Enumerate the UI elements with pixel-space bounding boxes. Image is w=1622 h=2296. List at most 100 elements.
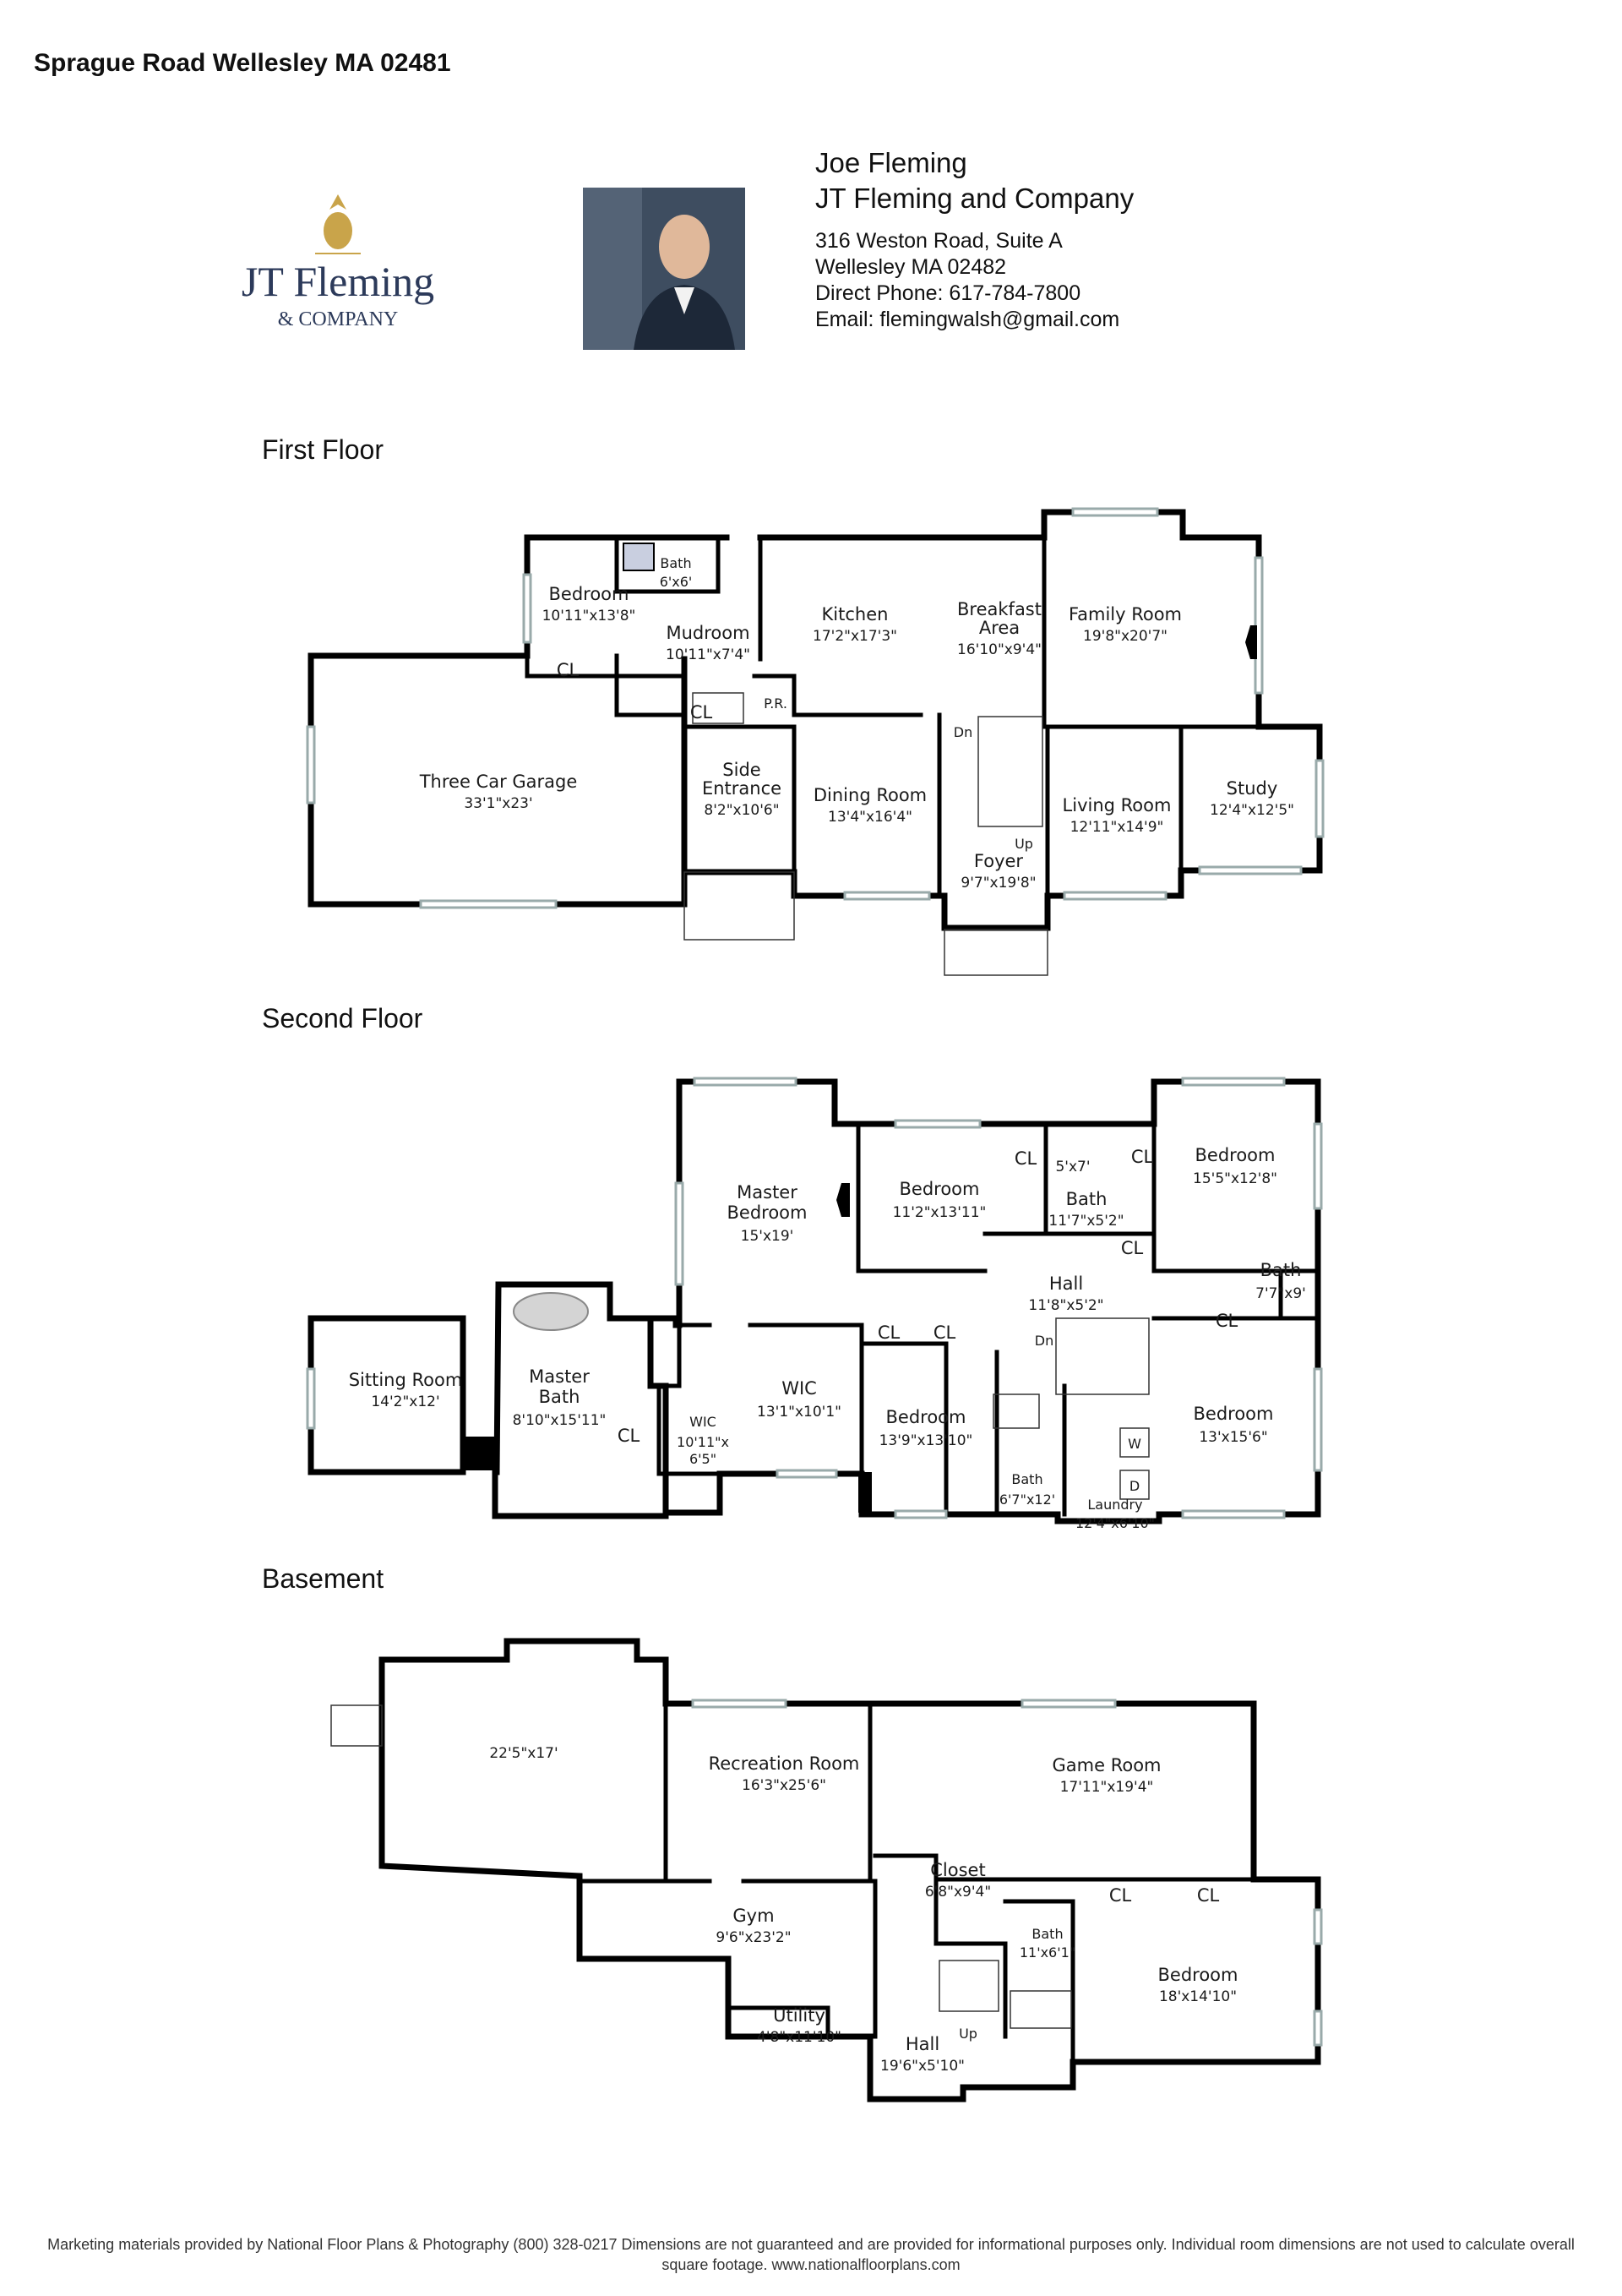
ff-side-dim: 8'2"x10'6" <box>704 802 779 819</box>
sf-stairs-dn: Dn <box>1035 1333 1053 1349</box>
company-logo: JT Fleming & COMPANY <box>215 193 460 336</box>
bs-utility-name: Utility <box>773 2005 825 2026</box>
sf-laundry-name: Laundry <box>1087 1497 1142 1513</box>
sf-bathD-dim: 6'7"x12' <box>999 1492 1055 1508</box>
ff-kitchen-name: Kitchen <box>822 604 889 624</box>
bs-gym-name: Gym <box>732 1906 774 1926</box>
agent-email[interactable]: Email: flemingwalsh@gmail.com <box>815 308 1120 331</box>
pineapple-logo-icon: JT Fleming & COMPANY <box>242 194 434 330</box>
logo-line-2: & COMPANY <box>278 308 399 330</box>
ff-powder-room: P.R. <box>764 695 787 712</box>
sf-bathB-dim: 11'7"x5'2" <box>1048 1213 1124 1230</box>
sf-wic2-name: WIC <box>781 1378 817 1399</box>
sf-hall-dim: 11'8"x5'2" <box>1028 1297 1103 1314</box>
bs-game-name: Game Room <box>1053 1755 1162 1775</box>
footer-line-2: square footage. www.nationalfloorplans.c… <box>661 2256 961 2273</box>
sf-master-name-2: Bedroom <box>727 1203 808 1223</box>
second-floor-plan: Master Bedroom 15'x19' Bedroom 11'2"x13'… <box>306 1077 1323 1531</box>
sf-closet-5: CL <box>933 1323 956 1343</box>
sf-wic1-name: WIC <box>689 1414 716 1430</box>
sf-bed4-dim: 13'x15'6" <box>1199 1429 1267 1446</box>
logo-line-1: JT Fleming <box>242 258 434 305</box>
sf-bed3-name: Bedroom <box>886 1407 966 1427</box>
bs-closet-cl-2: CL <box>1197 1885 1220 1906</box>
sf-wic1-dim-1: 10'11"x <box>677 1434 729 1450</box>
ff-breakfast-name-2: Area <box>979 618 1020 638</box>
agent-city: Wellesley MA 02482 <box>815 255 1007 279</box>
ff-breakfast-dim: 16'10"x9'4" <box>957 641 1042 658</box>
sf-sitting-dim: 14'2"x12' <box>371 1393 439 1410</box>
ff-living-name: Living Room <box>1063 795 1172 815</box>
sf-closet-1: CL <box>1015 1148 1037 1169</box>
bs-rec-dim: 16'3"x25'6" <box>742 1777 826 1794</box>
second-floor-title: Second Floor <box>262 1003 423 1033</box>
agent-phone: Direct Phone: 617-784-7800 <box>815 281 1081 305</box>
sf-closet-3: CL <box>1121 1238 1144 1258</box>
bs-utility-dim: 4'8"x11'10" <box>757 2029 841 2046</box>
sf-mbath-dim: 8'10"x15'11" <box>513 1412 607 1429</box>
sf-master-name-1: Master <box>737 1182 797 1203</box>
agent-street: 316 Weston Road, Suite A <box>815 229 1063 253</box>
sf-bathA-dim: 5'x7' <box>1055 1159 1090 1175</box>
ff-study-name: Study <box>1227 778 1278 799</box>
bs-bath-dim: 11'x6'1" <box>1020 1944 1075 1961</box>
ff-foyer-name: Foyer <box>974 851 1024 871</box>
sf-closet-4: CL <box>878 1323 901 1343</box>
sf-bathB-name: Bath <box>1066 1189 1108 1209</box>
basement-title: Basement <box>262 1563 384 1594</box>
agent-company: JT Fleming and Company <box>815 183 1135 214</box>
ff-mudroom-name: Mudroom <box>666 623 749 643</box>
bs-stairs-up: Up <box>959 2026 977 2042</box>
bs-closet-name: Closet <box>930 1860 985 1880</box>
bs-bedroom-name: Bedroom <box>1158 1965 1238 1985</box>
sf-sitting-name: Sitting Room <box>349 1370 463 1390</box>
sf-bed3-dim: 13'9"x13'10" <box>879 1432 973 1449</box>
ff-kitchen-dim: 17'2"x17'3" <box>813 628 897 645</box>
sf-laundry-dim: 12'4"x6'10" <box>1075 1515 1155 1531</box>
dryer-icon <box>1119 1470 1150 1500</box>
sf-wic2-dim: 13'1"x10'1" <box>757 1404 841 1421</box>
ff-bedroom-name: Bedroom <box>549 584 629 604</box>
property-address: Sprague Road Wellesley MA 02481 <box>34 49 451 77</box>
sf-bed2-dim: 15'5"x12'8" <box>1193 1170 1277 1187</box>
ff-garage-name: Three Car Garage <box>419 772 578 792</box>
sf-mbath-name-2: Bath <box>539 1387 580 1407</box>
sf-bed2-name: Bedroom <box>1195 1145 1276 1165</box>
first-floor-title: First Floor <box>262 434 384 465</box>
sf-washer-label: W <box>1128 1436 1141 1452</box>
sf-bed4-name: Bedroom <box>1194 1404 1274 1424</box>
sf-bathC-dim: 7'7"x9' <box>1255 1285 1306 1302</box>
bs-closet-cl-1: CL <box>1109 1885 1132 1906</box>
ff-study-dim: 12'4"x12'5" <box>1210 802 1294 819</box>
first-floor-plan: Bedroom 10'11"x13'8" Bath 6'x6' Mudroom … <box>306 507 1325 976</box>
ff-dining-dim: 13'4"x16'4" <box>828 809 912 826</box>
bs-game-dim: 17'11"x19'4" <box>1060 1779 1154 1796</box>
sf-bed1-name: Bedroom <box>900 1179 980 1199</box>
basement-plan: 22'5"x17' Recreation Room 16'3"x25'6" Ga… <box>330 1638 1323 2102</box>
agent-photo <box>583 188 745 350</box>
sf-bed1-dim: 11'2"x13'11" <box>893 1204 987 1221</box>
ff-foyer-dim: 9'7"x19'8" <box>961 875 1036 892</box>
bs-closet-dim: 6'8"x9'4" <box>925 1884 991 1901</box>
sf-dryer-label: D <box>1129 1478 1140 1494</box>
sf-wic1-dim-2: 6'5" <box>689 1451 716 1467</box>
agent-contact: Joe Fleming JT Fleming and Company 316 W… <box>815 145 1134 333</box>
bs-bedroom-dim: 18'x14'10" <box>1159 1988 1237 2005</box>
ff-side-name-2: Entrance <box>702 778 781 799</box>
sf-closet-2: CL <box>1131 1147 1154 1167</box>
washer-icon <box>1119 1427 1150 1458</box>
bs-unfinished-dim: 22'5"x17' <box>489 1745 558 1762</box>
ff-closet-2: CL <box>690 702 713 723</box>
sf-hall-name: Hall <box>1049 1273 1083 1294</box>
ff-bath-name: Bath <box>660 555 691 571</box>
ff-garage-dim: 33'1"x23' <box>464 795 532 812</box>
bs-gym-dim: 9'6"x23'2" <box>716 1929 791 1946</box>
ff-bedroom-dim: 10'11"x13'8" <box>542 608 636 624</box>
ff-bath-dim: 6'x6' <box>660 574 693 590</box>
ff-family-dim: 19'8"x20'7" <box>1083 628 1168 645</box>
ff-breakfast-name-1: Breakfast <box>957 599 1042 619</box>
bs-rec-name: Recreation Room <box>709 1753 860 1774</box>
sf-closet-6: CL <box>1216 1311 1238 1331</box>
sf-closet-7: CL <box>618 1426 640 1446</box>
